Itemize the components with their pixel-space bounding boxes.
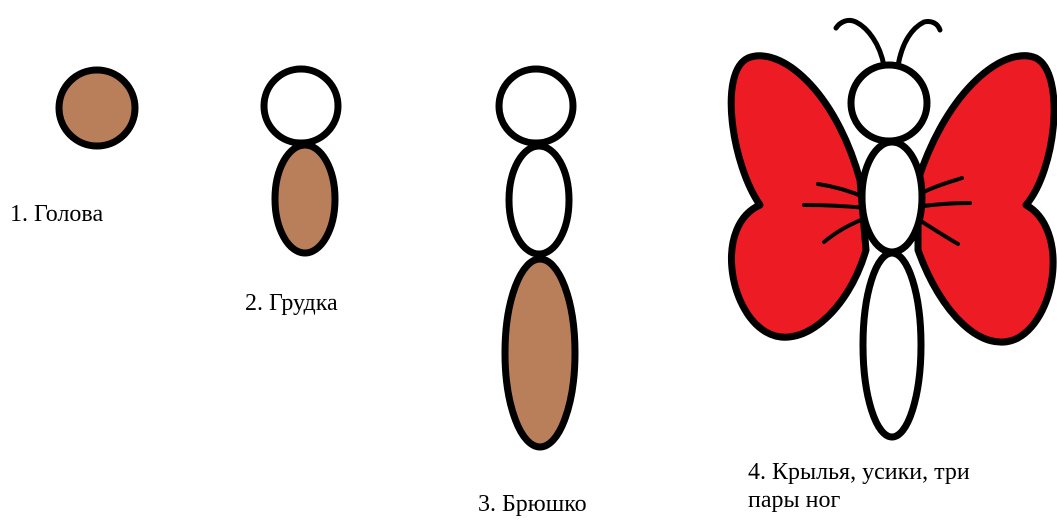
left-wing [727, 52, 870, 341]
step-3-thorax [505, 142, 573, 258]
step-4-label-line-1: 4. Крылья, усики, три [748, 459, 970, 485]
step-2-thorax-figure [260, 65, 342, 257]
step-2-head [260, 65, 342, 147]
step-4-butterfly-figure [727, 17, 1057, 441]
step-2-thorax [271, 141, 339, 257]
step-3-abdomen-figure [495, 65, 579, 451]
step-4-label: 4. Крылья, усики, три пары ног [748, 458, 970, 514]
step-1-head [55, 66, 139, 150]
step-4-abdomen [859, 249, 925, 441]
step-3-head [495, 65, 577, 147]
right-wing [914, 52, 1057, 346]
step-1-label: 1. Голова [10, 201, 104, 227]
antennae [833, 17, 943, 69]
step-1-head-figure [55, 66, 139, 150]
step-2-label: 2. Грудка [245, 290, 338, 316]
step-3-label: 3. Брюшко [478, 491, 587, 517]
step-4-label-line-2: пары ног [748, 487, 841, 513]
step-3-abdomen [501, 255, 579, 451]
step-4-head [847, 61, 931, 145]
left-antenna [833, 17, 887, 69]
right-antenna [895, 19, 943, 69]
step-4-thorax [858, 138, 926, 256]
